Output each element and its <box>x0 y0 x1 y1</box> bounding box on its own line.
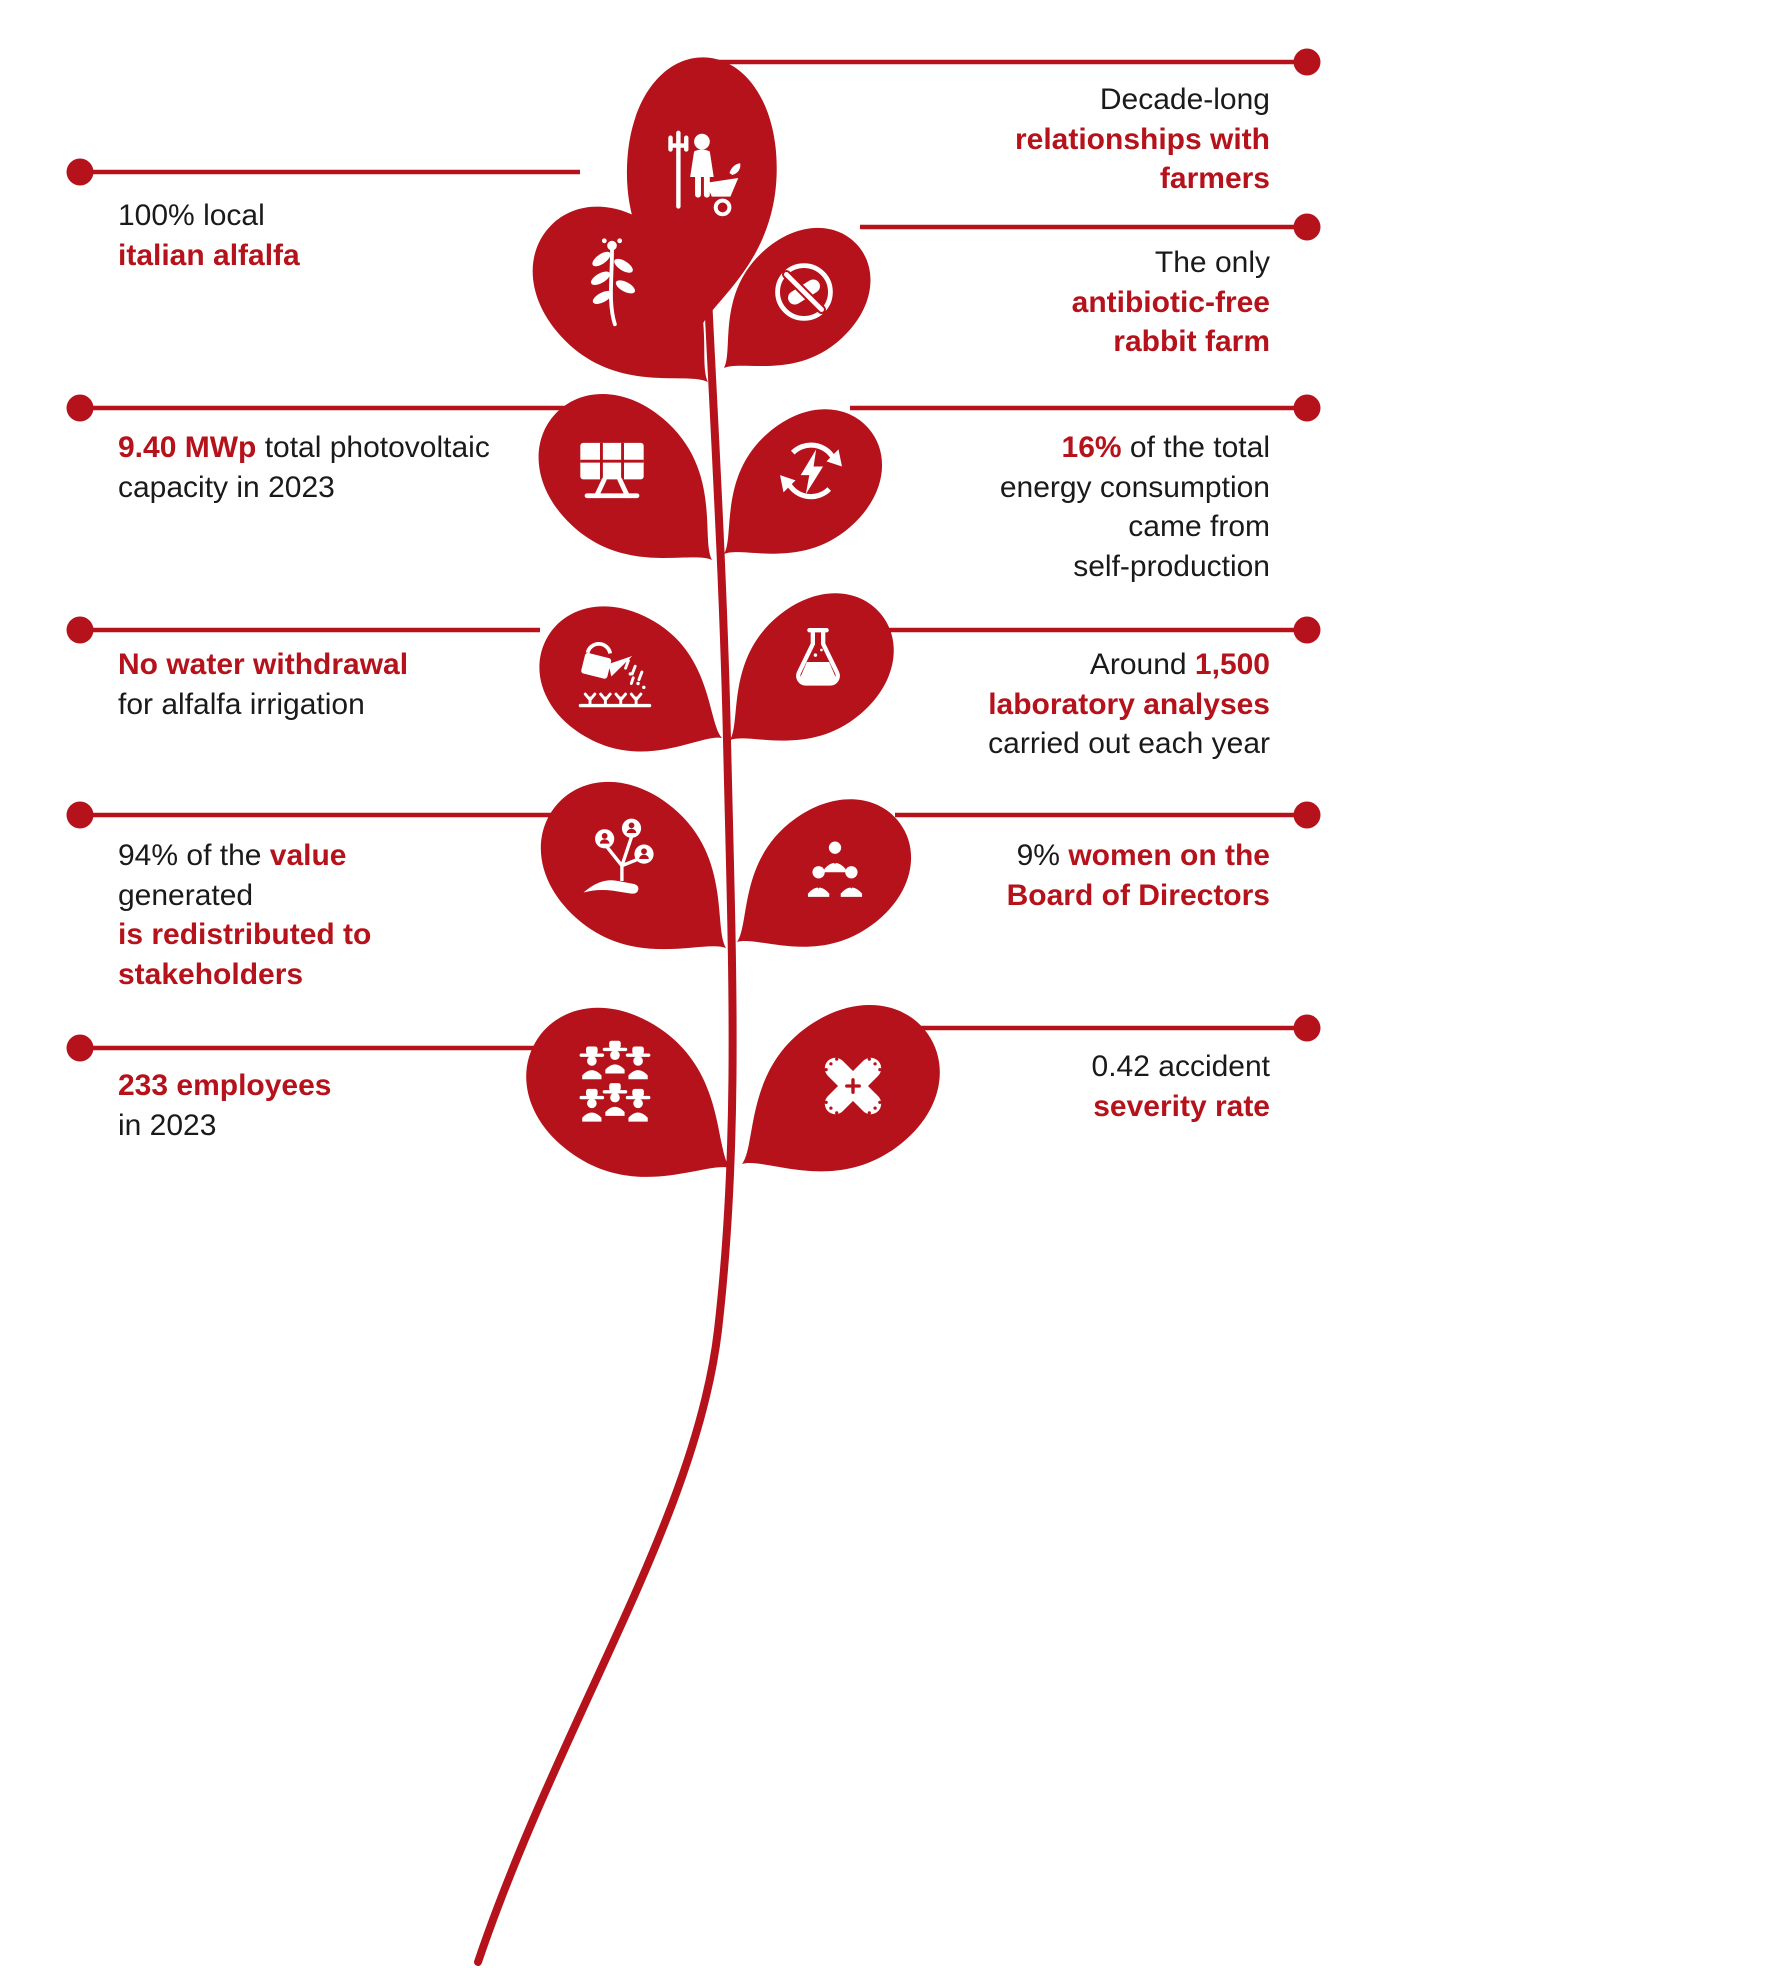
callout-energy-text: of the total energy consumption came fro… <box>999 431 1270 583</box>
board-members-icon <box>794 828 876 910</box>
renewable-energy-cycle-icon <box>768 427 854 513</box>
callout-employees-text: in 2023 <box>118 1108 217 1142</box>
callout-value-text: 94% of the <box>118 839 270 872</box>
callout-dot <box>66 1034 94 1062</box>
callout-farmers-text: Decade-long <box>1099 83 1270 116</box>
callout-dot <box>1293 394 1321 422</box>
alfalfa-sprig-icon <box>564 236 660 332</box>
callout-rabbit: The only antibiotic-free rabbit farm <box>1072 243 1270 362</box>
hand-stakeholder-network-icon <box>572 810 668 906</box>
callout-dot <box>1293 213 1321 241</box>
callout-employees: 233 employees in 2023 <box>118 1066 331 1145</box>
callout-dot <box>1293 48 1321 76</box>
callout-energy: 16% of the total energy consumption came… <box>1000 428 1270 586</box>
callout-laboratory-text-2: carried out each year <box>988 727 1270 761</box>
solar-panel-icon <box>564 417 660 513</box>
callout-energy-accent: 16% <box>1061 431 1122 464</box>
callout-farmers-accent: relationships with farmers <box>1014 122 1270 196</box>
lab-flask-icon <box>775 619 861 705</box>
callout-laboratory-text: Around <box>1089 648 1195 681</box>
callout-accident-text: 0.42 accident <box>1091 1050 1270 1083</box>
callout-accident-accent: severity rate <box>1093 1089 1270 1123</box>
callout-value: 94% of the value generated is redistribu… <box>118 836 371 994</box>
callout-dot <box>1293 616 1321 644</box>
callout-dots <box>66 48 1321 1062</box>
callout-value-accent-2: is redistributed to stakeholders <box>118 918 372 991</box>
callout-board: 9% women on the Board of Directors <box>1007 836 1270 915</box>
callout-dot <box>1293 1014 1321 1042</box>
callout-accident: 0.42 accident severity rate <box>1092 1047 1270 1126</box>
crossed-bandages-icon <box>805 1038 901 1134</box>
callout-dot <box>66 616 94 644</box>
callout-water-accent: No water withdrawal <box>118 648 409 681</box>
callout-lines <box>80 59 1307 1051</box>
callout-board-accent: women on the Board of Directors <box>1006 839 1270 912</box>
callout-photovoltaic-text: total photovoltaic capacity in 2023 <box>118 431 490 504</box>
callout-value-accent: value <box>269 839 347 872</box>
callout-board-text: 9% <box>1016 839 1069 872</box>
callout-alfalfa: 100% local italian alfalfa <box>118 196 300 275</box>
no-antibiotics-pill-icon <box>764 252 844 332</box>
callout-water-text: for alfalfa irrigation <box>118 687 365 721</box>
callout-dot <box>66 394 94 422</box>
callout-value-text-2: generated <box>118 878 254 912</box>
callout-alfalfa-text: 100% local <box>118 199 265 232</box>
farmer-with-wheelbarrow-icon <box>645 122 753 230</box>
callout-farmers: Decade-long relationships with farmers <box>1015 80 1270 199</box>
callout-dot <box>66 801 94 829</box>
watering-can-irrigation-icon <box>567 624 663 720</box>
callout-rabbit-text: The only <box>1154 246 1270 279</box>
plant-stem <box>474 86 737 1966</box>
callout-rabbit-accent: antibiotic-free rabbit farm <box>1071 285 1270 359</box>
callout-photovoltaic-accent: 9.40 MWp <box>118 431 257 464</box>
callout-dot <box>66 158 94 186</box>
callout-photovoltaic: 9.40 MWp total photovoltaic capacity in … <box>118 428 490 507</box>
callout-employees-accent: 233 employees <box>118 1069 332 1102</box>
callout-alfalfa-accent: italian alfalfa <box>118 238 300 272</box>
employees-group-icon <box>561 1033 667 1139</box>
callout-dot <box>1293 801 1321 829</box>
callout-laboratory: Around 1,500 laboratory analyses carried… <box>988 645 1270 764</box>
callout-water: No water withdrawal for alfalfa irrigati… <box>118 645 408 724</box>
callout-laboratory-accent: 1,500 laboratory analyses <box>988 648 1270 721</box>
